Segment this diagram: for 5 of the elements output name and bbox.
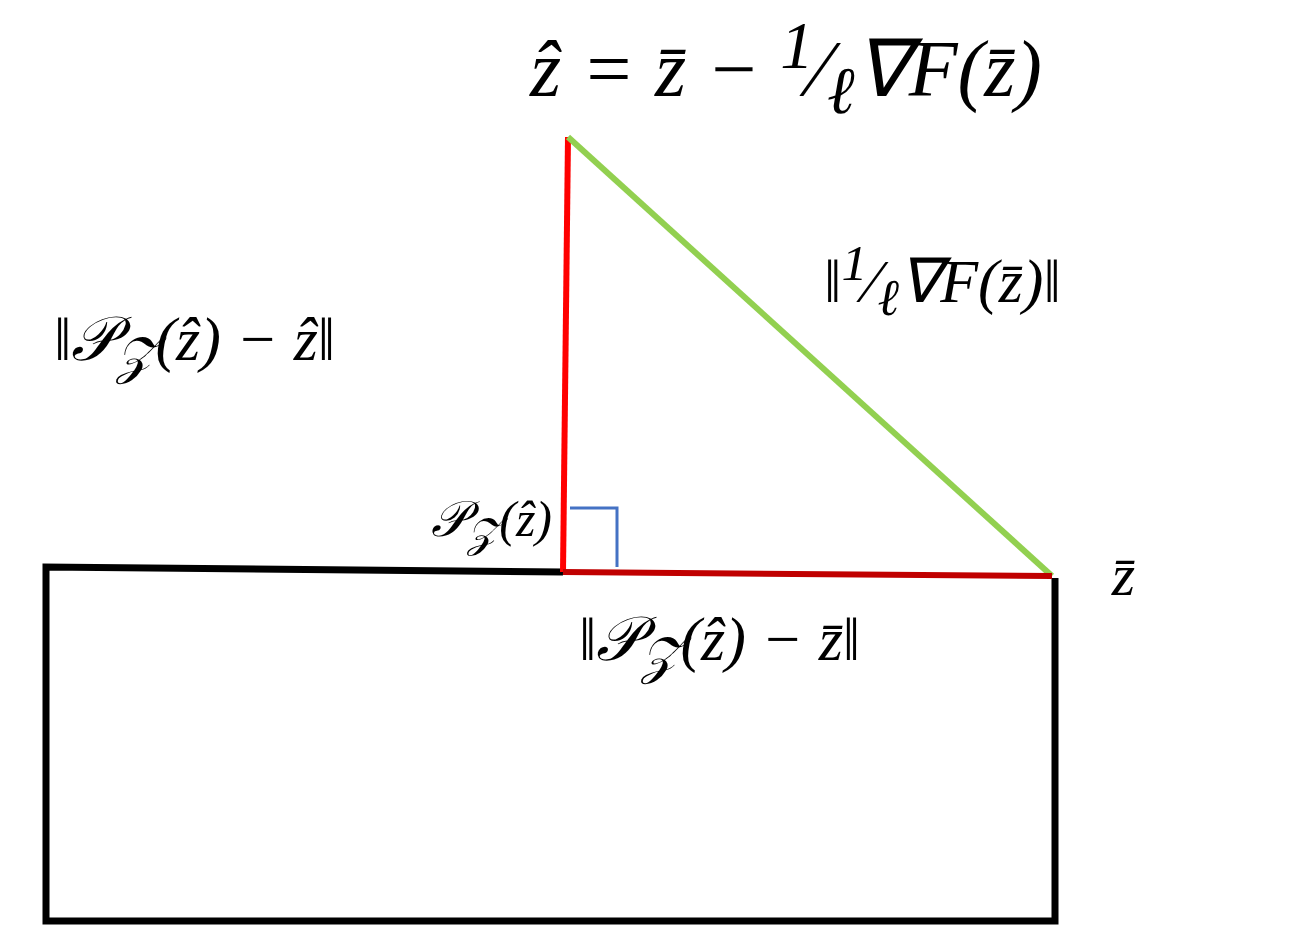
point-label: ẑ = z̄ − $^{1}$⁄$_{ℓ}$∇F(z̄) bbox=[530, 8, 1042, 129]
line-segment bbox=[562, 569, 1053, 579]
point-label: z̄ bbox=[1111, 540, 1135, 610]
point-label: 𝒫$_{𝒵}$(ẑ) bbox=[431, 490, 552, 557]
line-segment bbox=[560, 136, 571, 573]
